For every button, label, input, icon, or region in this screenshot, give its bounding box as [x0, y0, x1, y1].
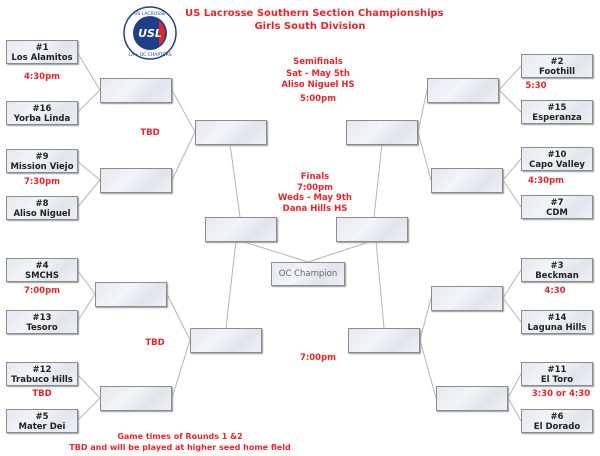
team-name: Beckman: [535, 271, 579, 281]
team-name: El Toro: [540, 375, 574, 385]
seed: #16: [32, 104, 52, 114]
svg-text:LA • OC CHAPTERS: LA • OC CHAPTERS: [128, 52, 171, 58]
team-name: El Dorado: [533, 422, 581, 432]
game-time: 4:30pm: [527, 176, 565, 186]
empty-slot: [195, 120, 267, 145]
team-name: Laguna Hills: [527, 323, 587, 333]
semifinals-venue: Aliso Niguel HS: [281, 80, 355, 90]
team-name: Esperanza: [532, 113, 582, 123]
title-line-2: Girls South Division: [254, 21, 366, 32]
team-name: Yorba Linda: [13, 114, 71, 124]
seed: #9: [35, 152, 49, 162]
seed: #14: [547, 313, 567, 323]
game-time: 7:00pm: [299, 353, 337, 363]
svg-text:USL: USL: [138, 27, 162, 40]
team-name: Foothill: [539, 67, 575, 77]
seed: #8: [35, 199, 49, 209]
empty-slot: [95, 282, 167, 307]
game-time: 4:30: [544, 286, 566, 296]
empty-slot: [431, 286, 503, 311]
team-name: Mission Viejo: [10, 162, 74, 172]
game-time: 4:30pm: [23, 72, 61, 82]
finals-info: Finals 7:00pm Weds - May 9th Dana Hills …: [265, 172, 365, 214]
game-time: 3:30 or 4:30: [531, 389, 591, 399]
finals-venue: Dana Hills HS: [282, 203, 348, 214]
seed: #7: [550, 198, 564, 208]
empty-slot: [436, 386, 508, 411]
seed: #12: [32, 365, 52, 375]
seed: #11: [547, 365, 567, 375]
champion-slot: OC Champion: [271, 262, 345, 286]
seed: #2: [550, 57, 564, 67]
game-time: 7:00pm: [23, 286, 61, 296]
seed: #5: [35, 412, 49, 422]
footnote-line-1: Game times of Rounds 1 &2: [117, 432, 243, 441]
seed: #6: [550, 412, 564, 422]
empty-slot: [100, 386, 172, 411]
team-name: Capo Valley: [529, 160, 585, 170]
seed: #13: [32, 313, 52, 323]
game-time: TBD: [32, 389, 52, 399]
seed: #1: [35, 43, 49, 53]
semifinals-date: Sat - May 5th: [286, 68, 350, 79]
usl-logo: USL US LACROSSE LA • OC CHAPTERS: [123, 6, 177, 60]
empty-slot: [431, 168, 503, 193]
empty-slot: [190, 328, 262, 353]
team-name: Trabuco Hills: [11, 375, 73, 385]
team-name: Tesoro: [26, 323, 58, 333]
title-line-1: US Lacrosse Southern Section Championshi…: [185, 8, 444, 19]
footnote-line-2: TBD and will be played at higher seed ho…: [69, 443, 291, 452]
finals-label: Finals: [300, 172, 330, 182]
svg-text:US LACROSSE: US LACROSSE: [134, 11, 166, 17]
empty-slot: [100, 78, 172, 103]
seed: #10: [547, 150, 567, 160]
team-name: Mater Dei: [18, 422, 66, 432]
semifinals-label: Semifinals: [293, 57, 343, 67]
empty-slot: [336, 217, 408, 242]
seed: #3: [550, 261, 564, 271]
seed: #4: [35, 261, 49, 271]
page-title: US Lacrosse Southern Section Championshi…: [185, 7, 444, 33]
game-time: TBD: [145, 338, 165, 348]
empty-slot: [348, 328, 420, 353]
empty-slot: [100, 168, 172, 193]
empty-slot: [346, 120, 418, 145]
footnote: Game times of Rounds 1 &2 TBD and will b…: [40, 431, 320, 453]
semifinals-time: 5:00pm: [299, 93, 337, 104]
empty-slot: [205, 217, 277, 242]
finals-date: Weds - May 9th: [278, 193, 352, 203]
team-name: Los Alamitos: [11, 53, 73, 63]
team-name: CDM: [546, 208, 568, 218]
team-name: SMCHS: [24, 271, 60, 281]
game-time: TBD: [140, 128, 160, 138]
semifinals-info: Semifinals Sat - May 5th Aliso Niguel HS…: [268, 57, 368, 105]
seed: #15: [547, 103, 567, 113]
game-time: 7:30pm: [23, 177, 61, 187]
team-name: Aliso Niguel: [13, 209, 71, 219]
empty-slot: [427, 78, 499, 103]
finals-time: 7:00pm: [296, 182, 334, 193]
game-time: 5:30: [525, 81, 547, 91]
